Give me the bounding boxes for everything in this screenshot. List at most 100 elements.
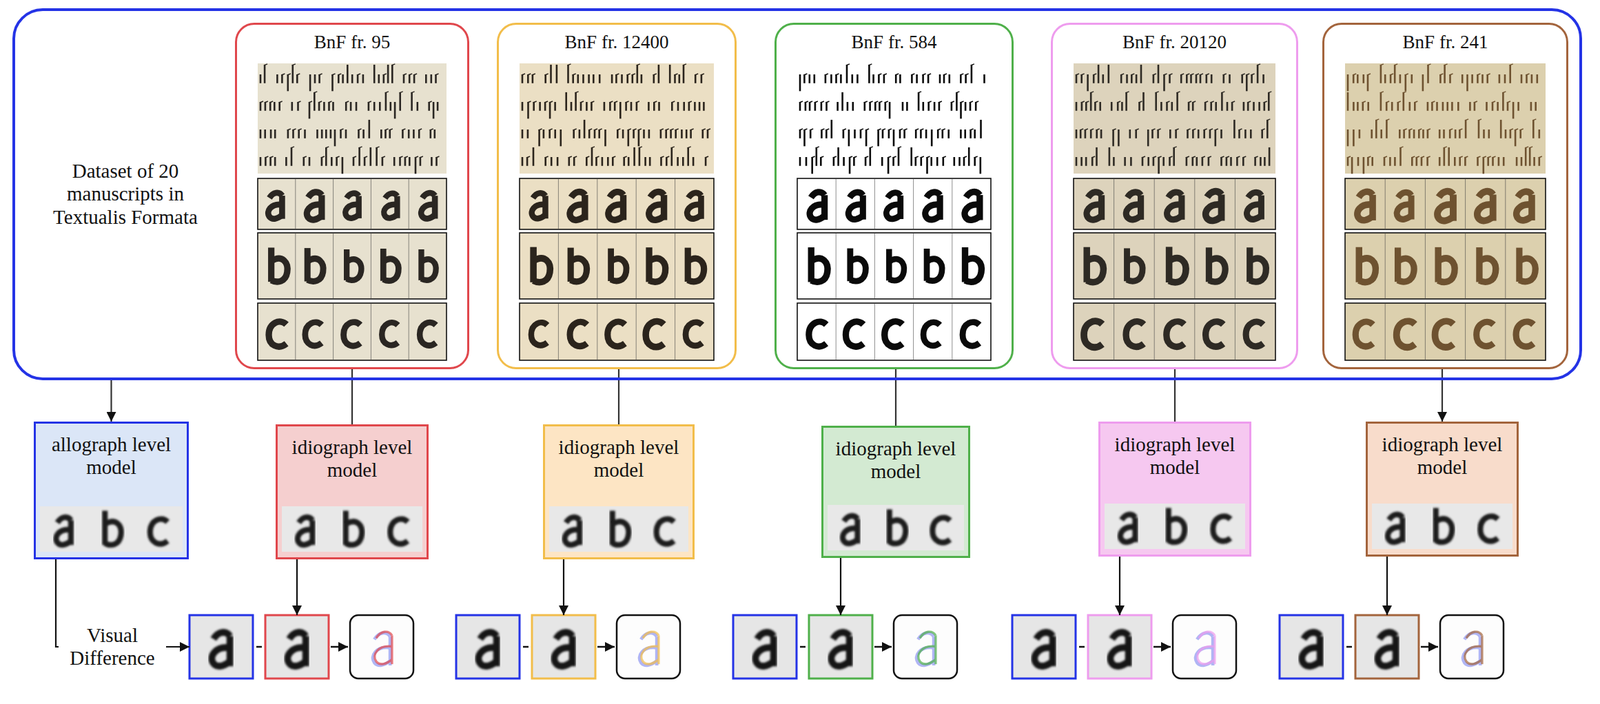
script-stroke bbox=[419, 157, 422, 167]
glyph-stroke bbox=[1125, 321, 1144, 348]
script-stroke bbox=[669, 129, 672, 139]
script-stroke bbox=[587, 74, 590, 84]
script-serif bbox=[1158, 156, 1162, 158]
script-stroke bbox=[613, 101, 617, 111]
script-stroke bbox=[1075, 129, 1078, 139]
script-stroke bbox=[407, 129, 410, 139]
glyph-stroke bbox=[1165, 246, 1173, 283]
script-stroke bbox=[1134, 129, 1137, 139]
script-stroke bbox=[1229, 157, 1233, 167]
glyph-stroke bbox=[374, 646, 393, 665]
letter-glyph bbox=[268, 192, 282, 220]
script-stroke bbox=[1190, 74, 1193, 84]
script-serif bbox=[922, 73, 927, 76]
script-serif bbox=[1486, 73, 1491, 76]
script-stroke bbox=[1147, 157, 1150, 167]
minus-sign bbox=[256, 646, 262, 649]
script-serif bbox=[897, 146, 902, 149]
crop-separator bbox=[332, 303, 334, 361]
script-stroke bbox=[1157, 64, 1160, 84]
script-serif bbox=[385, 128, 389, 131]
script-stroke bbox=[1399, 74, 1402, 84]
script-stroke bbox=[1156, 129, 1160, 139]
glyph-stroke bbox=[1475, 247, 1483, 282]
script-serif bbox=[1210, 101, 1215, 103]
script-serif bbox=[1509, 128, 1514, 131]
script-stroke bbox=[813, 74, 816, 84]
glyph-stroke bbox=[964, 204, 980, 220]
script-serif bbox=[359, 146, 363, 149]
script-stroke bbox=[953, 157, 956, 167]
script-stroke bbox=[799, 157, 802, 167]
manuscript-box: BnF fr. 241 bbox=[1322, 22, 1569, 370]
script-stroke bbox=[578, 129, 581, 139]
script-stroke bbox=[927, 74, 930, 84]
model-sample bbox=[549, 506, 689, 552]
script-stroke bbox=[1221, 92, 1224, 111]
script-stroke bbox=[864, 157, 867, 167]
script-stroke bbox=[869, 147, 872, 167]
crop-separator bbox=[636, 303, 637, 361]
script-stroke bbox=[1186, 129, 1189, 139]
script-stroke bbox=[1504, 74, 1507, 84]
script-stroke bbox=[585, 157, 588, 167]
script-stroke bbox=[259, 74, 262, 84]
script-stroke bbox=[1152, 157, 1155, 167]
script-stroke bbox=[1147, 129, 1150, 147]
script-stroke bbox=[334, 129, 337, 147]
script-stroke bbox=[979, 119, 982, 139]
glyph-stroke bbox=[101, 510, 108, 546]
sample-letter-image bbox=[808, 615, 873, 679]
script-stroke bbox=[345, 129, 348, 139]
script-stroke bbox=[1260, 129, 1264, 139]
script-stroke bbox=[1130, 74, 1133, 84]
script-serif bbox=[1141, 156, 1146, 158]
script-stroke bbox=[1422, 129, 1425, 139]
crop-separator bbox=[1385, 178, 1386, 230]
script-stroke bbox=[1427, 101, 1430, 111]
script-stroke bbox=[922, 101, 925, 111]
script-stroke bbox=[658, 101, 661, 111]
script-stroke bbox=[393, 157, 396, 167]
script-serif bbox=[975, 101, 979, 103]
crop-separator bbox=[1234, 232, 1236, 300]
script-stroke bbox=[332, 101, 335, 111]
script-serif bbox=[1514, 128, 1519, 131]
script-stroke bbox=[1538, 129, 1541, 139]
script-stroke bbox=[851, 74, 854, 84]
glyph-stroke bbox=[569, 204, 586, 221]
script-serif bbox=[1427, 156, 1431, 158]
glyph-stroke bbox=[1436, 518, 1452, 543]
script-stroke bbox=[1530, 101, 1533, 111]
crop-separator bbox=[596, 232, 598, 300]
script-stroke bbox=[1491, 157, 1494, 167]
script-stroke bbox=[1519, 129, 1522, 139]
difference-image bbox=[1440, 615, 1504, 679]
glyph-stroke bbox=[380, 248, 387, 282]
script-stroke bbox=[1439, 74, 1442, 84]
glyph-stroke bbox=[1168, 518, 1185, 543]
script-stroke bbox=[1154, 92, 1157, 111]
script-stroke bbox=[1367, 101, 1370, 111]
script-stroke bbox=[1123, 157, 1126, 167]
script-stroke bbox=[1413, 129, 1416, 139]
connector bbox=[1174, 369, 1176, 422]
manuscript-illustration bbox=[237, 24, 468, 368]
script-stroke bbox=[811, 157, 814, 174]
glyph-stroke bbox=[1437, 204, 1454, 222]
letter-glyph bbox=[848, 192, 863, 220]
script-stroke bbox=[682, 64, 685, 84]
script-stroke bbox=[1471, 74, 1474, 84]
script-serif bbox=[313, 91, 317, 94]
script-serif bbox=[1418, 128, 1422, 131]
script-stroke bbox=[1431, 101, 1434, 111]
script-serif bbox=[926, 156, 931, 158]
script-stroke bbox=[1447, 147, 1450, 167]
glyph-stroke bbox=[1165, 507, 1172, 543]
script-stroke bbox=[1375, 119, 1378, 139]
script-serif bbox=[1464, 119, 1469, 121]
crop-separator bbox=[408, 178, 410, 230]
script-stroke bbox=[1084, 129, 1087, 139]
script-stroke bbox=[550, 157, 553, 167]
letter-glyph bbox=[419, 322, 437, 346]
